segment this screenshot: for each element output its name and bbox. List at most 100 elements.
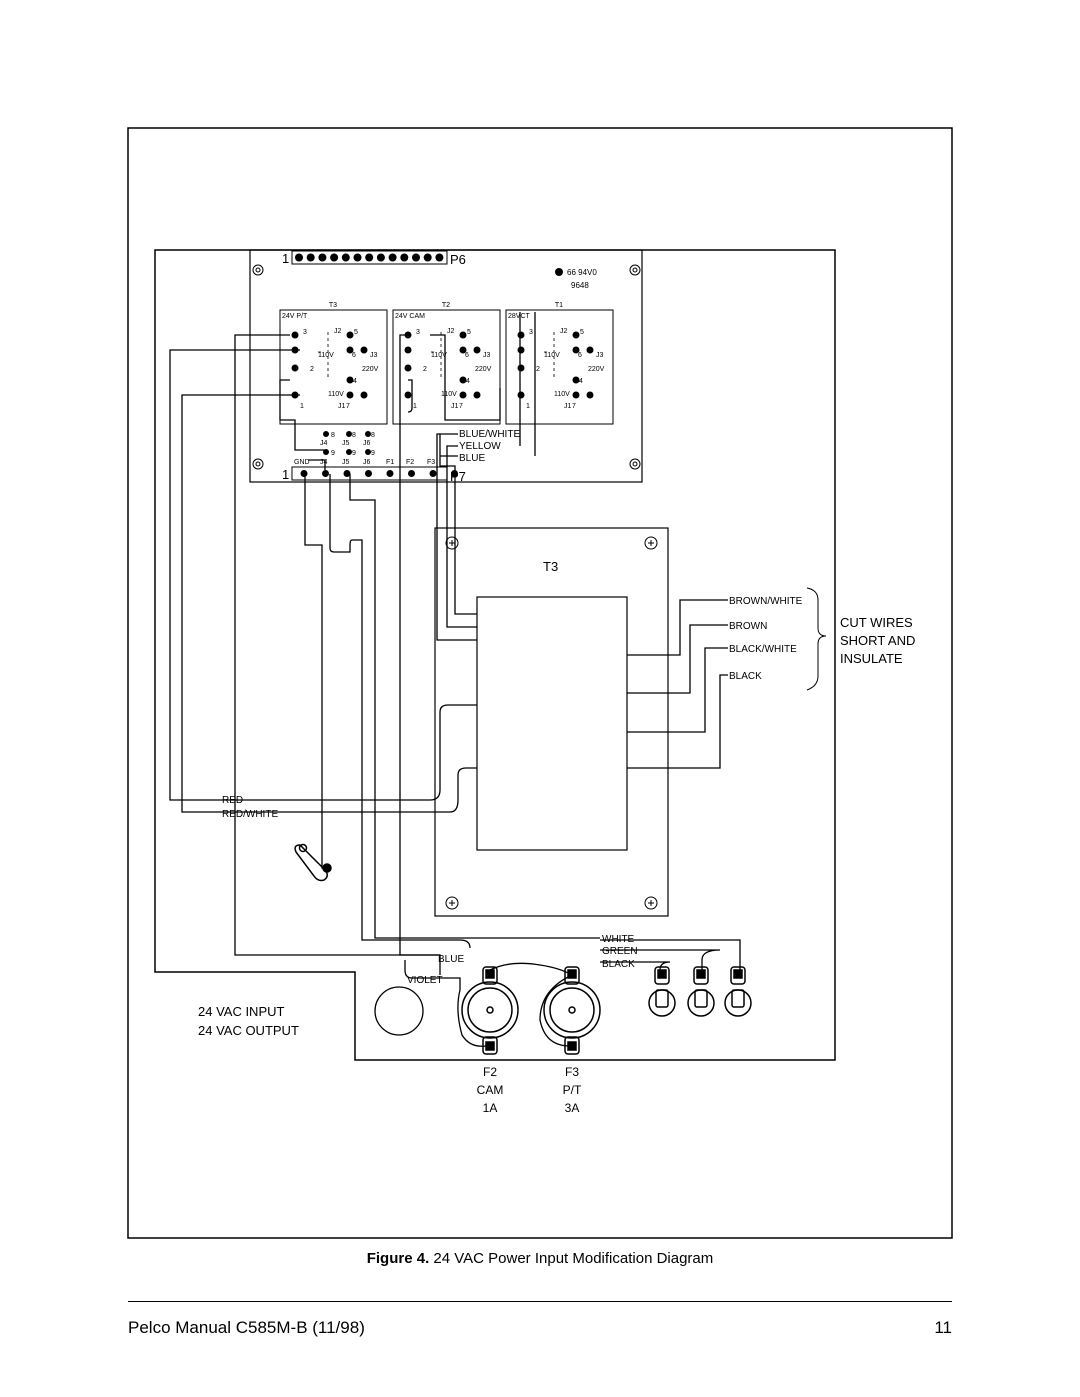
p6-pins xyxy=(295,253,444,262)
p7-pin-label: F1 xyxy=(386,459,394,466)
p6-pin xyxy=(400,253,409,262)
lead-label-red: RED xyxy=(222,795,243,806)
terminal-posts xyxy=(648,966,752,1017)
p7-pin xyxy=(429,470,437,477)
note-brace xyxy=(806,587,827,691)
fuse-ref: F3 xyxy=(565,1065,579,1079)
lead-label-green: GREEN xyxy=(602,946,638,957)
p6-pin xyxy=(295,253,303,262)
jumper-pin xyxy=(360,391,368,399)
secondary-leads xyxy=(627,599,728,769)
jumper-pin xyxy=(517,364,525,372)
lead-label-blue-white: BLUE/WHITE xyxy=(459,429,520,440)
p7-pin xyxy=(322,470,329,477)
j3-label: J3 xyxy=(596,352,604,359)
jumper-group-ref: T2 xyxy=(442,302,450,309)
p7-pin xyxy=(386,470,394,477)
note-line: CUT WIRES xyxy=(840,615,913,630)
ul-mark-icon xyxy=(555,268,563,276)
p7-pin-label: J4 xyxy=(320,459,328,466)
jumper-group-voltage: 24V P/T xyxy=(282,313,308,320)
pin-7-label: 7 xyxy=(459,403,463,410)
j1-label: J1 xyxy=(338,403,346,410)
p6-pin xyxy=(306,253,315,262)
jumper-9-label-a: 9 xyxy=(331,450,335,457)
v110-label: 110V xyxy=(318,352,334,359)
v110-lower-label: 110V xyxy=(328,391,344,398)
pin-2-label: 2 xyxy=(423,366,427,373)
pin-7-label: 7 xyxy=(346,403,350,410)
p6-pin xyxy=(318,253,327,262)
ul-code: 66 94V0 xyxy=(567,268,597,277)
ring-terminal-icon xyxy=(294,843,332,882)
p6-label: P6 xyxy=(450,252,466,267)
jumper-pin xyxy=(346,391,354,399)
jumper-pin xyxy=(572,391,580,399)
figure-frame xyxy=(127,127,953,1239)
j3-label: J3 xyxy=(483,352,491,359)
figure-title: 24 VAC Power Input Modification Diagram xyxy=(433,1250,714,1267)
pin-3-label: 3 xyxy=(529,329,533,336)
p6-connector xyxy=(291,250,448,265)
p6-pin xyxy=(353,253,362,262)
figure-caption: Figure 4. 24 VAC Power Input Modificatio… xyxy=(0,1250,1080,1267)
wiring xyxy=(169,312,741,990)
jumper-pin xyxy=(572,376,580,384)
jumper-pin xyxy=(404,346,412,354)
pin-6-label: 6 xyxy=(352,352,356,359)
footer-manual-title: Pelco Manual C585M-B (11/98) xyxy=(128,1318,365,1337)
jumper-8-label-a: 8 xyxy=(331,432,335,439)
lead-label-red-white: RED/WHITE xyxy=(222,809,278,820)
pin-5-label: 5 xyxy=(354,329,358,336)
pin-4-label: 4 xyxy=(466,378,470,385)
jumper-j5-label: J5 xyxy=(342,440,350,447)
transformer-t3: T3 xyxy=(434,527,669,917)
pin-3-label: 3 xyxy=(416,329,420,336)
jumper-pin xyxy=(346,331,354,339)
p6-pin xyxy=(412,253,420,262)
jumper-pin xyxy=(586,391,594,399)
fuse-name: P/T xyxy=(563,1083,582,1097)
jumper-pin xyxy=(473,391,481,399)
fuse-name: CAM xyxy=(477,1083,504,1097)
pcb-outline xyxy=(249,249,643,483)
fuse-holder-f3 xyxy=(543,966,601,1055)
p6-pin xyxy=(330,253,339,262)
jumper-pin xyxy=(473,346,481,354)
v110-lower-label: 110V xyxy=(554,391,570,398)
lead-label-blue-top: BLUE xyxy=(459,453,485,464)
pin-6-label: 6 xyxy=(465,352,469,359)
jumper-pin xyxy=(572,331,580,339)
p6-pin xyxy=(365,253,374,262)
jumper-pin xyxy=(404,391,412,399)
jumper-9-label-c: 9 xyxy=(371,450,375,457)
jumper-pin xyxy=(291,364,299,372)
p7-pin-label: F3 xyxy=(427,459,435,466)
jumper-pin xyxy=(517,346,525,354)
footer-rule xyxy=(128,1301,952,1302)
p7-pins xyxy=(300,470,458,477)
secondary-lead-label: BROWN xyxy=(729,621,767,632)
pin-5-label: 5 xyxy=(580,329,584,336)
v220-label: 220V xyxy=(588,366,605,373)
j1-label: J1 xyxy=(451,403,459,410)
transformer-label: T3 xyxy=(543,559,558,574)
jumper-j6-label: J6 xyxy=(363,440,371,447)
secondary-lead-label: BROWN/WHITE xyxy=(729,596,803,607)
transformer-core xyxy=(476,596,628,851)
lead-label-blue-bottom: BLUE xyxy=(438,954,464,965)
jumper-pin xyxy=(459,331,467,339)
v110-label: 110V xyxy=(544,352,560,359)
jumper-8-label-b: 8 xyxy=(352,432,356,439)
lead-label-black-bottom: BLACK xyxy=(602,959,635,970)
lead-label-violet: VIOLET xyxy=(407,975,443,986)
date-code: 9648 xyxy=(571,281,589,290)
lead-label-yellow: YELLOW xyxy=(459,441,501,452)
p7-pin xyxy=(343,470,351,477)
pin-2-label: 2 xyxy=(536,366,540,373)
